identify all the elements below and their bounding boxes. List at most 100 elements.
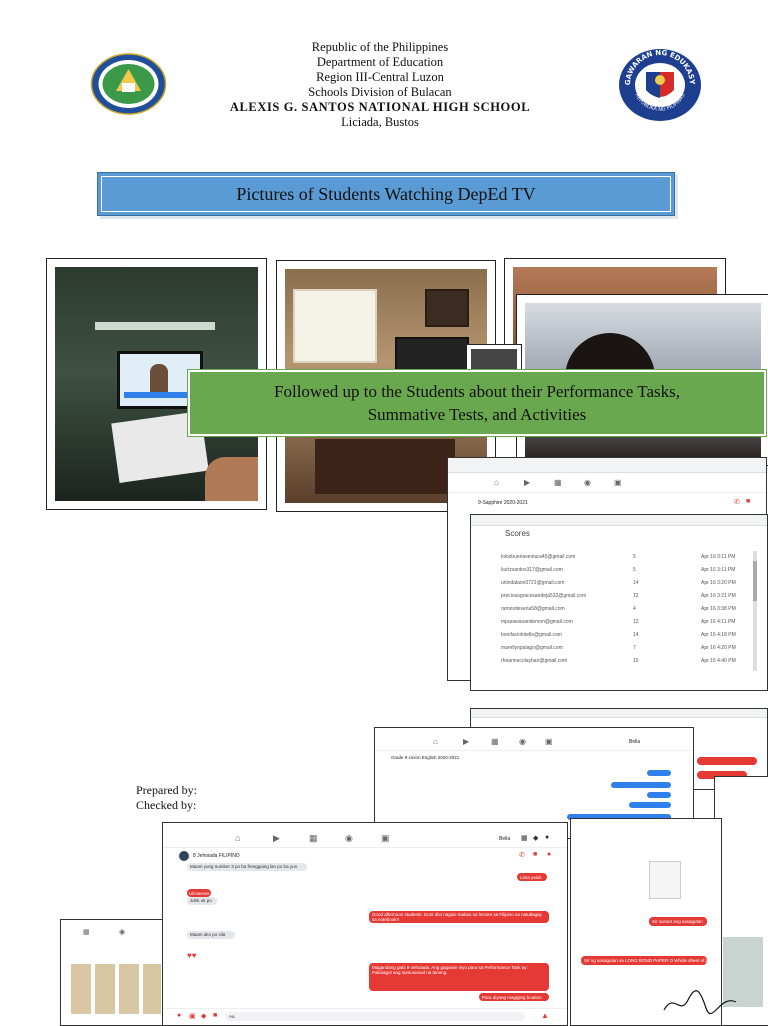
scores-heading: Scores	[505, 529, 530, 538]
store-icon: ▦	[491, 737, 499, 746]
bell-icon[interactable]: ●	[545, 834, 550, 841]
message-2: Lima yaluk	[520, 875, 542, 880]
message-3: Ulimarnes	[189, 891, 210, 896]
gaming-icon: ▣	[381, 833, 390, 843]
message-input[interactable]: Aa	[225, 1012, 525, 1021]
scores-address-bar	[471, 515, 767, 526]
assignment-doc-thumb	[649, 861, 681, 899]
row-score: 5	[633, 567, 636, 573]
photo-2-frame	[425, 289, 469, 327]
message-8: Para diyang magiging bouken	[482, 995, 542, 1000]
chat-bubble-right: Para diyang magiging bouken	[479, 993, 549, 1001]
photo-icon[interactable]: ▣	[189, 1013, 196, 1020]
groups-icon: ◉	[519, 737, 526, 746]
video-icon: ▶	[524, 478, 531, 487]
message-6: Maam ako po sila	[190, 932, 226, 937]
home-icon: ⌂	[433, 737, 438, 746]
grade9-chat-title: Grade 9-Union English 2020-2021	[391, 755, 460, 760]
gif-icon[interactable]: ■	[213, 1012, 218, 1019]
info-icon[interactable]: ●	[547, 851, 552, 858]
chat-bubble-blue	[647, 770, 671, 776]
screenshot-chat-jehoiada: ⌂ ▶ ▦ ◉ ▣ Bella ▦ ◆ ● 8 Jehoiada FILIPIN…	[162, 822, 568, 1026]
gaming-icon: ▣	[545, 737, 553, 746]
thumbnail-grid	[71, 964, 161, 1014]
table-row: bonifaciolotello@gmail.com 14 Apr 16 4:1…	[471, 629, 753, 642]
chat-title: 9-Sapphire 2020-2021	[478, 500, 528, 506]
phone-icon[interactable]: ✆	[519, 852, 525, 859]
messenger-icon[interactable]: ◆	[533, 835, 539, 842]
row-email: lolozbuenaventura45@gmail.com	[501, 554, 576, 560]
scores-title: Scores	[505, 529, 530, 538]
jehoiada-chat-title: 8 Jehoiada FILIPINO	[193, 853, 240, 859]
row-email: marellynpalago@gmail.com	[501, 645, 563, 651]
chat-bubble-blue	[611, 782, 671, 788]
screenshot-small-left: ▦ ◉	[60, 919, 172, 1026]
chat3-message-2: Sir ng sasagutan sa LONG BOND PAPER O Wh…	[584, 958, 717, 963]
chat-bubble-left-red: Ulimarnes	[187, 889, 211, 897]
row-score: 12	[633, 619, 639, 625]
row-time: Apr 16 4:40 PM	[701, 658, 736, 664]
chat-bubble-blue	[567, 814, 671, 820]
row-time: Apr 16 3:11 PM	[701, 554, 736, 560]
video-icon: ▶	[463, 737, 470, 746]
sticker-icon[interactable]: ◆	[201, 1013, 207, 1020]
store-icon: ▦	[83, 929, 90, 936]
chat-bubble-red	[697, 771, 747, 779]
header-address: Liciada, Bustos	[341, 115, 419, 129]
row-time: Apr 16 4:20 PM	[701, 645, 736, 651]
table-row: rheannecolayban@gmail.com 15 Apr 16 4:40…	[471, 655, 753, 668]
plus-icon[interactable]: ●	[177, 1012, 182, 1019]
photo-1-arm	[205, 457, 258, 501]
chat3-message-1: Sir sunset ang sasagutan	[652, 919, 703, 924]
store-icon: ▦	[554, 478, 562, 487]
home-icon: ⌂	[494, 478, 499, 487]
row-time: Apr 16 3:38 PM	[701, 606, 736, 612]
scores-scrollbar[interactable]	[753, 551, 757, 671]
chat-bubble-blue	[629, 802, 671, 808]
menu-icon[interactable]: ▦	[521, 835, 528, 842]
row-score: 5	[633, 554, 636, 560]
row-email: unindalaon0721@gmail.com	[501, 580, 565, 586]
table-row: kurtzsantos317@gmail.com 5 Apr 16 3:11 P…	[471, 564, 753, 577]
chat-bubble-left: Maam ako po sila	[187, 931, 235, 939]
header-school-name: ALEXIS G. SANTOS NATIONAL HIGH SCHOOL	[229, 100, 531, 114]
header-region: Region III-Central Luzon	[316, 70, 444, 84]
browser-bar-back	[471, 709, 767, 718]
grade9-top-nav: ⌂ ▶ ▦ ◉ ▣ Bella	[375, 734, 693, 751]
table-row: unindalaon0721@gmail.com 14 Apr 16 3:20 …	[471, 577, 753, 590]
row-score: 12	[633, 593, 639, 599]
checked-by-label: Checked by:	[136, 798, 197, 812]
chat-bubble-red: Sir sunset ang sasagutan	[649, 917, 707, 926]
message-5: Good afternoon students. Dont dito nagsi…	[372, 912, 542, 922]
section-title-box: Pictures of Students Watching DepEd TV	[97, 172, 675, 216]
photo-1-shelf	[95, 322, 215, 330]
video-call-icon[interactable]: ■	[533, 851, 538, 858]
row-email: kurtzsantos317@gmail.com	[501, 567, 563, 573]
message-1: Maam yung number 3 po ba freeggaing lan …	[190, 864, 298, 869]
chat-bubble-right: Good afternoon students. Dont dito nagsi…	[369, 911, 549, 923]
header-division: Schools Division of Bulacan	[308, 85, 452, 99]
row-time: Apr 16 4:11 PM	[701, 619, 736, 625]
screenshot-chat-grade9: ⌂ ▶ ▦ ◉ ▣ Bella Grade 9-Union English 20…	[374, 727, 694, 839]
like-icon[interactable]: ▲	[541, 1011, 549, 1020]
jehoiada-top-nav: ⌂ ▶ ▦ ◉ ▣ Bella ▦ ◆ ●	[163, 831, 567, 848]
store-icon: ▦	[309, 833, 318, 843]
school-seal-logo	[90, 53, 167, 115]
photo-2-table	[315, 439, 455, 494]
video-call-icon[interactable]: ■	[746, 498, 751, 505]
message-input-placeholder: Aa	[229, 1014, 235, 1019]
browser-address-bar	[448, 458, 766, 473]
home-icon: ⌂	[235, 833, 241, 843]
groups-icon: ◉	[119, 929, 126, 936]
phone-icon[interactable]: ✆	[734, 499, 740, 506]
header-department: Department of Education	[316, 55, 444, 69]
chat-bubble-left: Jdnk ok po	[187, 897, 217, 905]
chat-bubble-blue	[647, 792, 671, 798]
user-name: Bella	[499, 836, 511, 842]
table-row: lolozbuenaventura45@gmail.com 5 Apr 16 3…	[471, 551, 753, 564]
reaction-hearts: ♥♥	[187, 951, 197, 960]
chat-bubble-red: Sir ng sasagutan sa LONG BOND PAPER O Wh…	[581, 956, 717, 965]
letterhead: Republic of the Philippines Department o…	[160, 40, 600, 130]
row-score: 14	[633, 632, 639, 638]
row-time: Apr 16 3:20 PM	[701, 580, 736, 586]
